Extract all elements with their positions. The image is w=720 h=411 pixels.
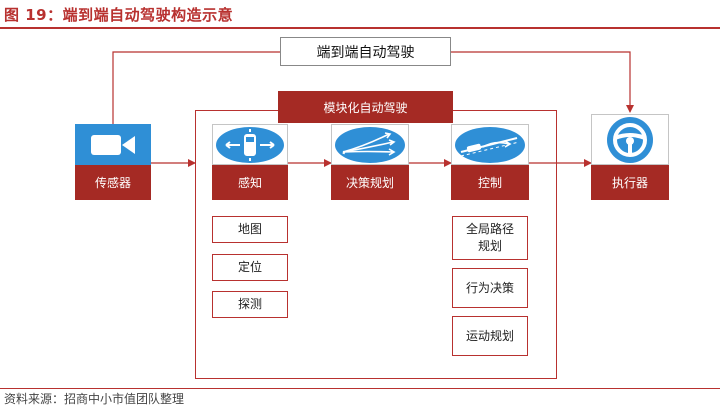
sensor-block: 传感器 <box>75 124 151 200</box>
perception-block: 感知 <box>212 124 288 200</box>
stage-label-planning: 决策规划 <box>331 165 409 200</box>
source-note: 资料来源：招商中小市值团队整理 <box>4 392 185 406</box>
perception-item-localization: 定位 <box>212 254 288 281</box>
actuator-block: 执行器 <box>591 114 669 200</box>
e2e-path-up <box>112 51 280 124</box>
end-to-end-label: 端到端自动驾驶 <box>280 37 451 66</box>
stage-label-perception: 感知 <box>212 165 288 200</box>
planning-block: 决策规划 <box>331 124 409 200</box>
perception-item-map: 地图 <box>212 216 288 243</box>
control-item-global-path-line2: 规划 <box>477 239 502 253</box>
control-item-global-path-line1: 全局路径 <box>465 222 514 237</box>
perception-car-icon <box>212 124 288 165</box>
sensor-label: 传感器 <box>75 165 151 200</box>
perception-item-detection: 探测 <box>212 291 288 318</box>
source-divider <box>0 388 720 389</box>
actuator-label: 执行器 <box>591 165 669 200</box>
title-divider <box>0 27 720 29</box>
control-block: 控制 <box>451 124 529 200</box>
e2e-path-down <box>451 51 634 113</box>
control-road-icon <box>451 124 529 165</box>
figure-title: 图 19：端到端自动驾驶构造示意 <box>4 6 234 24</box>
control-item-behavior: 行为决策 <box>452 268 528 308</box>
modular-label: 模块化自动驾驶 <box>278 91 453 123</box>
steering-wheel-icon <box>591 114 669 165</box>
control-item-motion: 运动规划 <box>452 316 528 356</box>
control-item-global-path: 全局路径 规划 <box>452 216 528 260</box>
video-camera-icon <box>75 124 151 165</box>
planning-arrows-icon <box>331 124 409 165</box>
stage-label-control: 控制 <box>451 165 529 200</box>
